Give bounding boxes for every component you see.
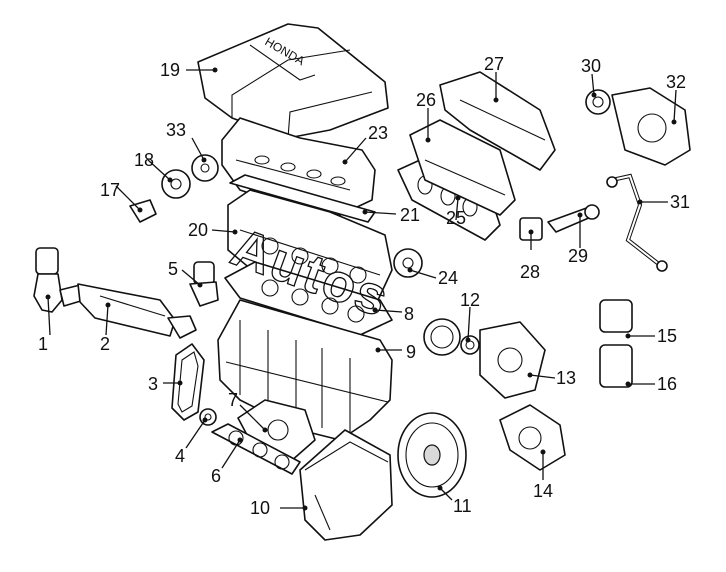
head-gasket <box>224 261 393 336</box>
callout-16: 15 <box>657 326 677 346</box>
catalytic-converter <box>33 247 85 313</box>
turbocharger <box>611 87 691 166</box>
callout-26: 25 <box>446 208 466 228</box>
callout-1: 1 <box>38 334 48 354</box>
egr-valve <box>189 261 219 307</box>
callout-34: 33 <box>166 120 186 140</box>
callout-29: 28 <box>520 262 540 282</box>
callout-9: 9 <box>406 342 416 362</box>
crankshaft <box>211 423 301 475</box>
callout-8: 8 <box>404 304 414 324</box>
connecting-rod <box>547 204 600 233</box>
callout-20: 19 <box>160 60 180 80</box>
idler-pulley <box>191 154 219 182</box>
callout-32: 31 <box>670 192 690 212</box>
callout-24: 23 <box>368 123 388 143</box>
exhaust-pipe <box>77 283 197 339</box>
water-pump <box>479 321 546 399</box>
callout-12: 11 <box>453 496 472 516</box>
callout-10: 10 <box>250 498 270 518</box>
bracket <box>129 199 157 223</box>
sprocket <box>393 248 423 278</box>
callout-21: 20 <box>188 220 208 240</box>
thermostat <box>460 335 480 355</box>
callout-23: 21 <box>400 205 420 225</box>
manifold-heat-shield <box>439 71 556 171</box>
callout-28: 27 <box>484 54 504 74</box>
filter-housing <box>599 299 633 388</box>
leader-lines <box>45 67 677 511</box>
engine-cover: HONDA <box>197 23 389 139</box>
cam-pulley <box>161 169 191 199</box>
callout-14: 13 <box>556 368 576 388</box>
oil-feed-pipe <box>606 173 668 272</box>
callout-27: 26 <box>416 90 436 110</box>
callout-31: 30 <box>581 56 601 76</box>
callout-labels: 1 2 3 4 5 6 7 8 9 10 11 12 13 14 15 16 1… <box>38 54 690 518</box>
crank-seal <box>199 408 217 426</box>
callout-30: 29 <box>568 246 588 266</box>
callout-4: 4 <box>175 446 185 466</box>
callout-33: 32 <box>666 72 686 92</box>
callout-13: 12 <box>460 290 480 310</box>
starter-motor <box>499 404 566 471</box>
timing-belt <box>171 343 205 421</box>
seal-ring <box>423 318 461 356</box>
callout-2: 2 <box>100 334 110 354</box>
callout-5: 5 <box>168 259 178 279</box>
callout-6: 6 <box>211 466 221 486</box>
callout-15: 14 <box>533 481 553 501</box>
intake-manifold <box>409 119 516 216</box>
callout-19: 18 <box>134 150 154 170</box>
callout-17: 16 <box>657 374 677 394</box>
oil-pan <box>299 429 393 541</box>
flywheel <box>397 412 467 498</box>
callout-25: 24 <box>438 268 458 288</box>
flange <box>585 89 611 115</box>
callout-7: 7 <box>228 390 238 410</box>
callout-3: 3 <box>148 374 158 394</box>
callout-18: 17 <box>100 180 120 200</box>
